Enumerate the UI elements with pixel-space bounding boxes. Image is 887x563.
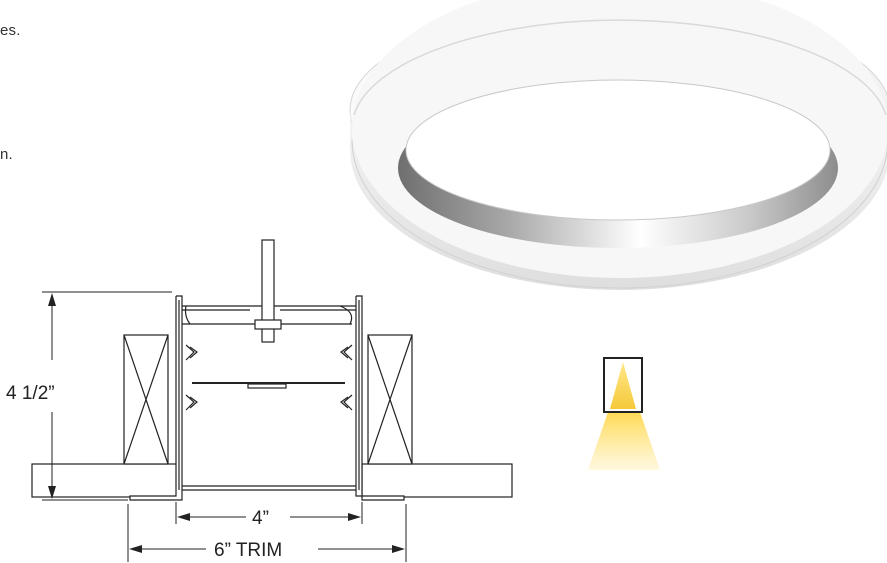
ring-pendant-fixture-icon [349,0,887,290]
inner-width-dimension-label: 4” [252,508,269,529]
trim-dimension-label: 6” TRIM [214,540,282,561]
dimension-lines [42,291,407,562]
height-dimension-label: 4 1/2” [6,383,55,404]
truncated-text-fragment-2: n. [0,146,13,163]
recessed-housing-section-drawing [31,239,513,501]
truncated-text-fragment-1: es. [0,22,21,39]
downlight-beam-icon [588,357,660,470]
